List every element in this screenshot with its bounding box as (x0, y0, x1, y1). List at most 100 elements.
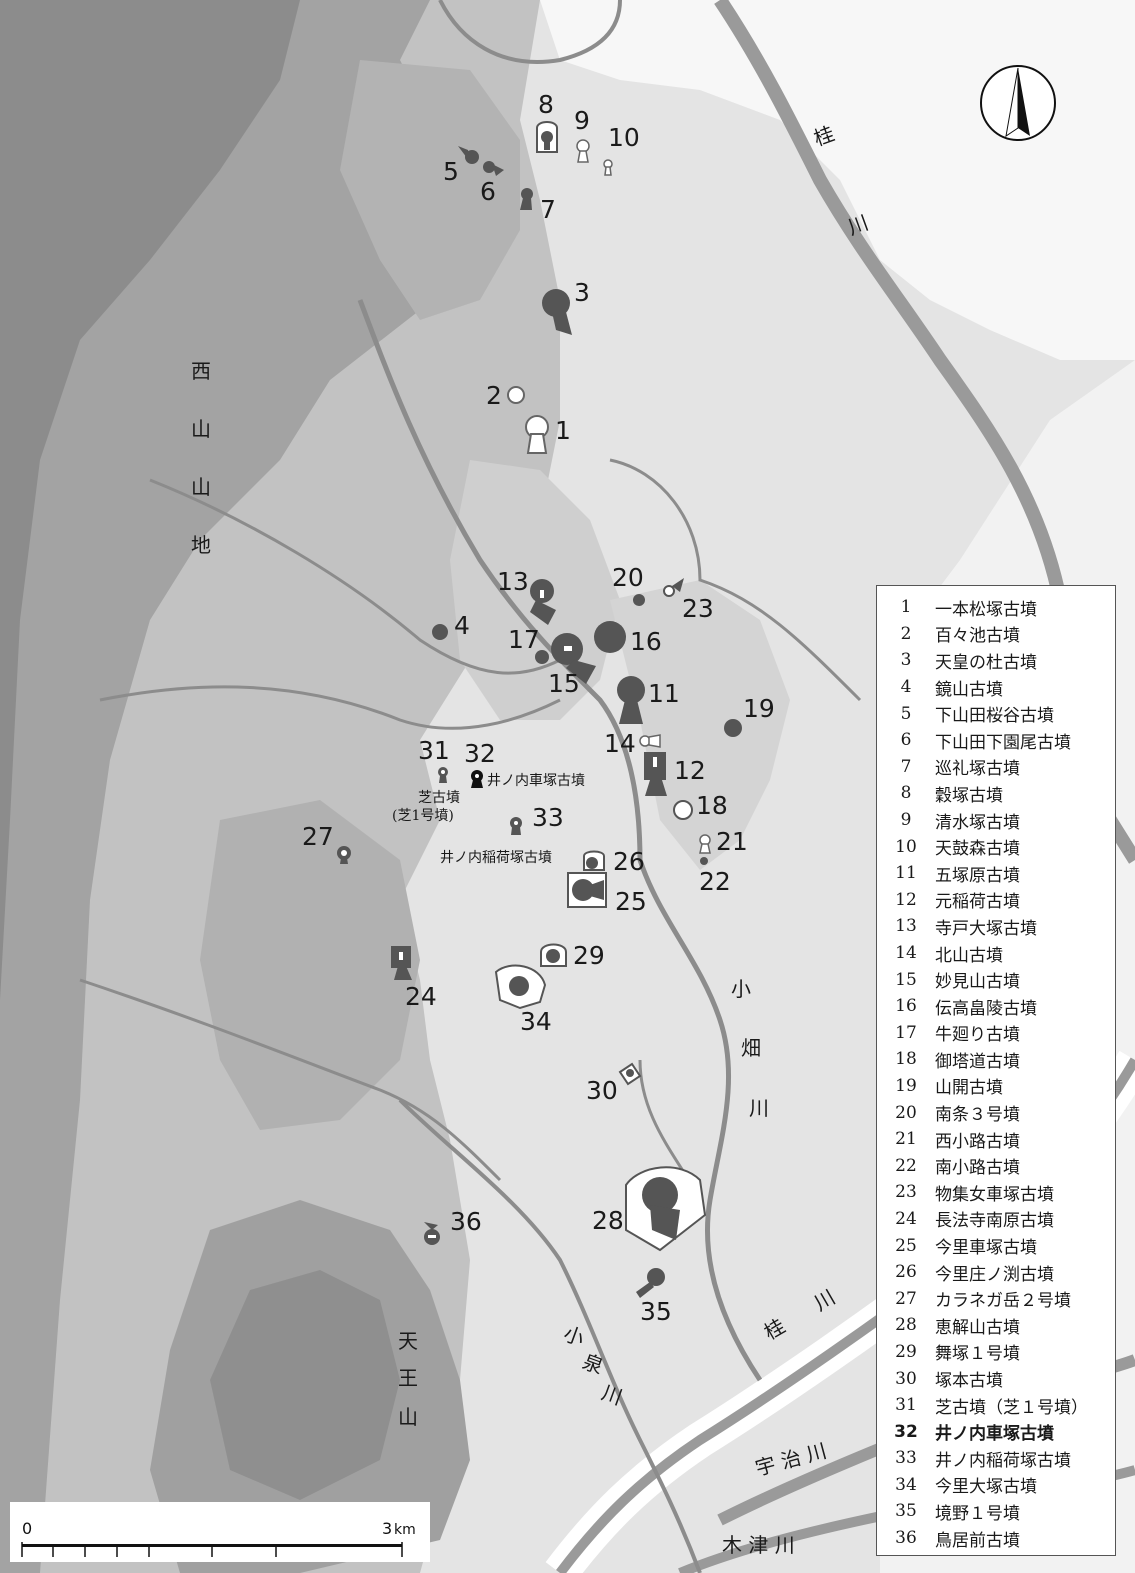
kofun-marker-17[interactable] (535, 650, 549, 664)
kofun-marker-12[interactable] (644, 752, 667, 796)
kofun-label-15: 15 (548, 669, 580, 698)
kofun-label-10: 10 (608, 123, 640, 152)
kofun-marker-28[interactable] (625, 1166, 707, 1252)
legend-kofun-name: 巡礼塚古墳 (935, 759, 1020, 780)
kofun-marker-29[interactable] (540, 943, 567, 967)
kofun-marker-4[interactable] (432, 624, 448, 640)
kofun-marker-19[interactable] (724, 719, 742, 737)
legend-number: 20 (895, 1102, 917, 1123)
kofun-marker-6[interactable] (483, 161, 504, 176)
kofun-marker-14[interactable] (639, 734, 661, 748)
kofun-marker-5[interactable] (458, 146, 479, 164)
kofun-label-32: 32 (464, 739, 496, 768)
geographic-labels: 西 山 山 地 桂 川 小 畑 川 天 王 山 小 泉 川 桂 川 宇 治 川 … (191, 121, 872, 1557)
legend-kofun-name: 牛廻り古墳 (935, 1025, 1020, 1046)
northwest-hills-inner (340, 60, 520, 320)
scale-unit: km (394, 1522, 416, 1538)
legend-kofun-name: 今里大塚古墳 (935, 1477, 1037, 1498)
legend-row: 14 北山古墳 (877, 940, 1115, 967)
kofun-marker-36[interactable] (424, 1222, 440, 1245)
kofun-marker-13[interactable] (530, 579, 556, 625)
legend-kofun-name: 北山古墳 (935, 945, 1003, 966)
kofun-marker-25[interactable] (567, 872, 607, 908)
legend-kofun-name: 五塚原古墳 (935, 865, 1020, 886)
stream-west-2 (99, 685, 561, 730)
nishiyama-label-3: 山 (191, 475, 211, 499)
kofun-marker-11[interactable] (617, 676, 645, 724)
kofun-marker-27[interactable] (337, 846, 351, 864)
kofun-label-24: 24 (405, 982, 437, 1011)
tennozan-label-3: 山 (398, 1405, 418, 1429)
legend-number: 22 (895, 1155, 917, 1176)
legend-kofun-name: 今里車塚古墳 (935, 1238, 1037, 1259)
legend-number: 12 (895, 889, 917, 910)
kofun-label-31: 31 (418, 736, 450, 765)
kofun-label-17: 17 (508, 625, 540, 654)
kofun-marker-15[interactable] (551, 633, 596, 684)
legend-number: 14 (895, 943, 917, 964)
kofun-label-3: 3 (574, 278, 590, 307)
kofun-label-26: 26 (613, 847, 645, 876)
kofun-marker-21[interactable] (699, 834, 711, 854)
scale-bar-line (22, 1544, 402, 1547)
kofun-marker-22[interactable] (700, 857, 708, 865)
kofun-label-7: 7 (540, 195, 556, 224)
tennozan-peak (210, 1270, 400, 1500)
kofun-marker-30[interactable] (618, 1062, 642, 1086)
kofun-marker-7[interactable] (520, 188, 533, 210)
kofun-marker-8[interactable] (536, 121, 558, 153)
legend-number: 23 (895, 1182, 917, 1203)
kofun-marker-18[interactable] (673, 800, 693, 820)
legend-number: 36 (895, 1528, 917, 1549)
legend-number: 9 (900, 810, 912, 831)
kofun-marker-1[interactable] (525, 415, 549, 454)
kofun-label-23: 23 (682, 594, 714, 623)
kofun-marker-16[interactable] (594, 621, 626, 653)
kofun-marker-32[interactable] (471, 770, 483, 788)
legend-number: 2 (900, 623, 912, 644)
legend-number: 6 (900, 730, 912, 751)
site31-name-line2: (芝1号墳) (392, 808, 454, 824)
kofun-label-22: 22 (699, 867, 731, 896)
kofun-marker-9[interactable] (576, 139, 590, 163)
kofun-marker-10[interactable] (603, 159, 613, 176)
legend-number: 18 (895, 1049, 917, 1070)
kofun-marker-24[interactable] (391, 946, 412, 980)
legend-number: 34 (895, 1474, 917, 1495)
kofun-number-labels: 1 2 3 4 5 6 7 8 9 10 11 12 13 14 15 16 1… (302, 90, 775, 1326)
kofun-label-21: 21 (716, 827, 748, 856)
scale-start-label: 0 (22, 1519, 32, 1538)
kofun-marker-23[interactable] (663, 578, 684, 597)
legend-number: 13 (895, 916, 917, 937)
legend-number: 10 (895, 836, 917, 857)
kofun-marker-20[interactable] (633, 594, 645, 606)
kofun-label-13: 13 (497, 567, 529, 596)
kofun-label-28: 28 (592, 1206, 624, 1235)
kofun-marker-2[interactable] (507, 386, 525, 404)
legend-kofun-name: 鳥居前古墳 (935, 1530, 1020, 1551)
kofun-marker-26[interactable] (583, 850, 605, 871)
legend-kofun-name: 井ノ内車塚古墳 (935, 1424, 1054, 1445)
kofun-label-4: 4 (454, 611, 470, 640)
kofun-marker-33[interactable] (510, 817, 522, 835)
kofun-marker-3[interactable] (542, 289, 572, 335)
legend-kofun-name: 寺戸大塚古墳 (935, 918, 1037, 939)
legend-number: 24 (895, 1208, 917, 1229)
koizumi-river (398, 1098, 702, 1573)
kofun-label-11: 11 (648, 679, 680, 708)
legend-kofun-name: 舞塚１号墳 (935, 1344, 1020, 1365)
kofun-marker-31[interactable] (438, 767, 448, 783)
kofun-marker-35[interactable] (636, 1268, 665, 1298)
kofun-marker-34[interactable] (494, 964, 547, 1010)
